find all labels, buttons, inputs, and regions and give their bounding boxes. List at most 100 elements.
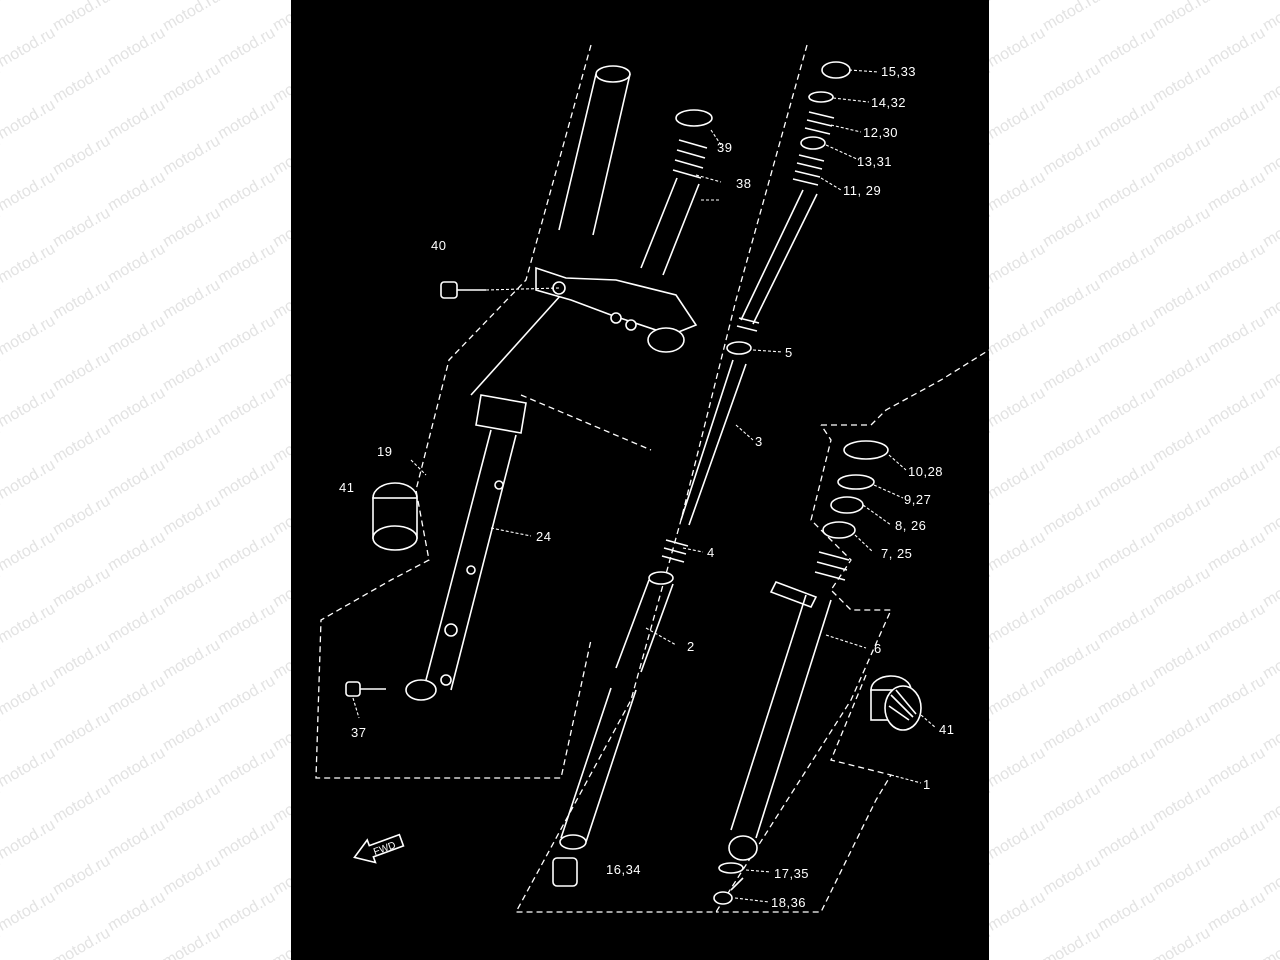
watermark-text: motod.ru <box>1260 636 1280 683</box>
watermark-text: motod.ru <box>1205 528 1269 575</box>
callout-41-right: 41 <box>939 722 954 737</box>
watermark-text: motod.ru <box>985 24 1049 71</box>
watermark-text: motod.ru <box>985 528 1049 575</box>
watermark-text: motod.ru <box>1260 780 1280 827</box>
watermark-text: motod.ru <box>160 0 224 35</box>
watermark-text: motod.ru <box>1040 276 1104 323</box>
watermark-text: motod.ru <box>985 384 1049 431</box>
callout-14-32: 14,32 <box>871 95 906 110</box>
rubber-cap-41-right <box>870 675 922 731</box>
watermark-text: motod.ru <box>1150 276 1214 323</box>
watermark-text: motod.ru <box>50 0 114 35</box>
watermark-text: motod.ru <box>1095 744 1159 791</box>
watermark-text: motod.ru <box>160 492 224 539</box>
callout-4: 4 <box>707 545 715 560</box>
watermark-text: motod.ru <box>1040 420 1104 467</box>
callout-39: 39 <box>717 140 732 155</box>
callout-24: 24 <box>536 529 551 544</box>
left-assembly-outline <box>315 44 592 779</box>
watermark-text: motod.ru <box>0 0 4 35</box>
watermark-text: motod.ru <box>50 420 114 467</box>
callout-8-26: 8, 26 <box>895 518 926 533</box>
watermark-text: motod.ru <box>50 564 114 611</box>
watermark-text: motod.ru <box>105 888 169 935</box>
watermark-text: motod.ru <box>215 384 279 431</box>
watermark-text: motod.ru <box>0 96 59 143</box>
watermark-text: motod.ru <box>1040 204 1104 251</box>
watermark-text: motod.ru <box>1040 0 1104 35</box>
watermark-text: motod.ru <box>105 744 169 791</box>
watermark-text: motod.ru <box>160 132 224 179</box>
watermark-text: motod.ru <box>1150 924 1214 960</box>
watermark-text: motod.ru <box>0 780 4 827</box>
watermark-text: motod.ru <box>985 672 1049 719</box>
watermark-text: motod.ru <box>0 132 4 179</box>
watermark-text: motod.ru <box>160 780 224 827</box>
callout-41-left: 41 <box>339 480 354 495</box>
watermark-text: motod.ru <box>160 348 224 395</box>
watermark-text: motod.ru <box>985 888 1049 935</box>
watermark-text: motod.ru <box>1040 492 1104 539</box>
watermark-text: motod.ru <box>1260 132 1280 179</box>
watermark-text: motod.ru <box>1040 852 1104 899</box>
watermark-text: motod.ru <box>1260 276 1280 323</box>
watermark-text: motod.ru <box>215 312 279 359</box>
watermark-text: motod.ru <box>215 240 279 287</box>
outer-tube-6 <box>713 594 832 905</box>
watermark-text: motod.ru <box>0 744 59 791</box>
spring-38 <box>640 109 713 276</box>
watermark-text: motod.ru <box>1040 348 1104 395</box>
watermark-text: motod.ru <box>215 816 279 863</box>
watermark-text: motod.ru <box>1150 708 1214 755</box>
right-assembly-outline <box>821 349 989 426</box>
watermark-text: motod.ru <box>50 852 114 899</box>
rubber-cap-41-left <box>372 482 418 551</box>
watermark-text: motod.ru <box>1150 492 1214 539</box>
callout-10-28: 10,28 <box>908 464 943 479</box>
callout-7-25: 7, 25 <box>881 546 912 561</box>
watermark-text: motod.ru <box>1205 600 1269 647</box>
callout-13-31: 13,31 <box>857 154 892 169</box>
callout-5: 5 <box>785 345 793 360</box>
watermark-text: motod.ru <box>1260 0 1280 35</box>
watermark-text: motod.ru <box>985 744 1049 791</box>
watermark-text: motod.ru <box>1150 204 1214 251</box>
watermark-text: motod.ru <box>1150 348 1214 395</box>
watermark-text: motod.ru <box>215 744 279 791</box>
watermark-text: motod.ru <box>1040 924 1104 960</box>
watermark-text: motod.ru <box>160 852 224 899</box>
callout-17-35: 17,35 <box>774 866 809 881</box>
watermark-text: motod.ru <box>0 24 59 71</box>
callout-15-33: 15,33 <box>881 64 916 79</box>
watermark-text: motod.ru <box>0 168 59 215</box>
diagram-drawing: FWD 15,33 14,32 12,30 13,31 11, 29 39 38… <box>315 44 989 913</box>
watermark-text: motod.ru <box>1095 312 1159 359</box>
watermark-text: motod.ru <box>215 168 279 215</box>
watermark-text: motod.ru <box>1095 168 1159 215</box>
watermark-text: motod.ru <box>160 420 224 467</box>
watermark-text: motod.ru <box>50 708 114 755</box>
watermark-text: motod.ru <box>0 708 4 755</box>
watermark-text: motod.ru <box>0 636 4 683</box>
watermark-text: motod.ru <box>0 60 4 107</box>
watermark-text: motod.ru <box>1095 240 1159 287</box>
watermark-text: motod.ru <box>105 384 169 431</box>
watermark-text: motod.ru <box>1095 24 1159 71</box>
watermark-text: motod.ru <box>1095 384 1159 431</box>
watermark-text: motod.ru <box>1095 96 1159 143</box>
watermark-text: motod.ru <box>1095 816 1159 863</box>
watermark-text: motod.ru <box>1205 24 1269 71</box>
watermark-text: motod.ru <box>1040 636 1104 683</box>
watermark-text: motod.ru <box>105 816 169 863</box>
watermark-text: motod.ru <box>0 384 59 431</box>
callout-18-36: 18,36 <box>771 895 806 910</box>
watermark-text: motod.ru <box>0 492 4 539</box>
watermark-text: motod.ru <box>1095 600 1159 647</box>
callout-2: 2 <box>687 639 695 654</box>
watermark-text: motod.ru <box>1205 672 1269 719</box>
watermark-text: motod.ru <box>105 672 169 719</box>
watermark-text: motod.ru <box>160 60 224 107</box>
watermark-text: motod.ru <box>985 456 1049 503</box>
watermark-text: motod.ru <box>1205 816 1269 863</box>
watermark-text: motod.ru <box>0 600 59 647</box>
